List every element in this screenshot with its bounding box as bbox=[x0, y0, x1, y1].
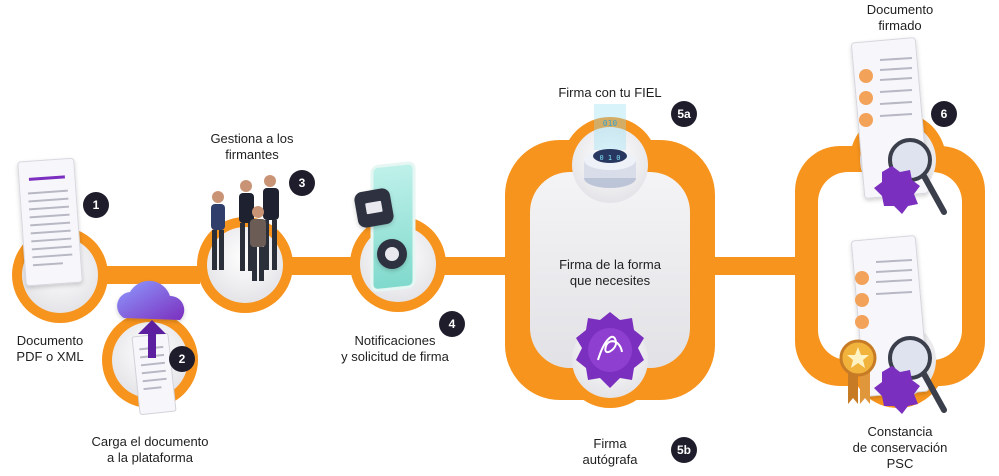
badge-step-6: 6 bbox=[931, 101, 957, 127]
label-step-5b: Firma autógrafa bbox=[582, 436, 638, 467]
label-step-5a: Firma con tu FIEL bbox=[558, 85, 662, 100]
conservation-certificate-icon bbox=[839, 235, 947, 414]
fiel-token-icon: 010 0 1 0 bbox=[584, 104, 636, 188]
badge-step-2: 2 bbox=[169, 346, 195, 372]
tablet-icon bbox=[354, 161, 416, 292]
badge-step-5b: 5b bbox=[671, 437, 697, 463]
signature-seal-icon bbox=[576, 312, 644, 388]
svg-text:0 1 0: 0 1 0 bbox=[599, 154, 620, 162]
signed-document-icon bbox=[851, 37, 947, 215]
badge-step-4: 4 bbox=[439, 311, 465, 337]
label-step-3: Gestiona a los firmantes bbox=[210, 131, 294, 162]
label-psc: Constancia de conservación PSC bbox=[852, 424, 948, 471]
cloud-upload-icon bbox=[117, 280, 185, 415]
label-step-1: Documento PDF o XML bbox=[16, 333, 84, 364]
badge-step-1: 1 bbox=[83, 192, 109, 218]
svg-text:010: 010 bbox=[603, 119, 618, 128]
center-panel bbox=[530, 172, 690, 368]
badge-step-3: 3 bbox=[289, 170, 315, 196]
label-step-4: Notificaciones y solicitud de firma bbox=[341, 333, 449, 364]
label-step-2: Carga el documento a la plataforma bbox=[91, 434, 209, 465]
document-icon bbox=[17, 157, 83, 287]
people-icon bbox=[211, 175, 279, 281]
label-center: Firma de la forma que necesites bbox=[559, 257, 661, 288]
track-segment bbox=[700, 257, 810, 275]
label-step-6: Documento firmado bbox=[866, 2, 934, 33]
badge-step-5a: 5a bbox=[671, 101, 697, 127]
